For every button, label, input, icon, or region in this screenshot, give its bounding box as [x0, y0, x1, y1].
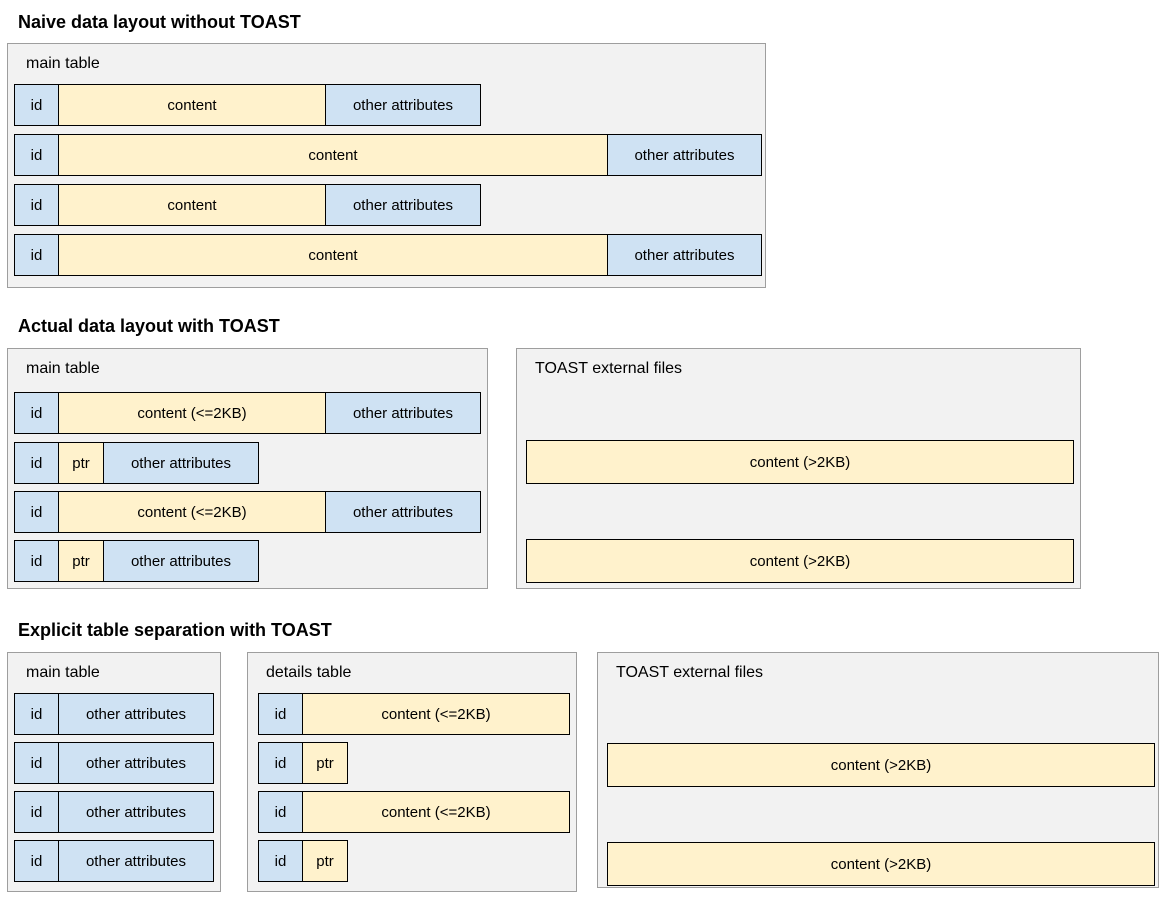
external-content-cell: content (>2KB)	[607, 842, 1155, 886]
table-row: id content (<=2KB) other attributes	[14, 392, 481, 434]
other-attributes-cell: other attributes	[607, 234, 762, 276]
box-label: TOAST external files	[535, 360, 683, 377]
table-row: id content (<=2KB)	[258, 791, 570, 833]
id-cell: id	[14, 791, 59, 833]
box-label: TOAST external files	[616, 664, 764, 681]
table-row: id other attributes	[14, 791, 214, 833]
ptr-cell: ptr	[58, 540, 104, 582]
table-row: id content other attributes	[14, 84, 481, 126]
id-cell: id	[14, 693, 59, 735]
id-cell: id	[14, 840, 59, 882]
ptr-cell: ptr	[302, 742, 348, 784]
section-title-explicit: Explicit table separation with TOAST	[18, 620, 332, 640]
table-row: id content other attributes	[14, 234, 762, 276]
id-cell: id	[14, 491, 59, 533]
id-cell: id	[14, 134, 59, 176]
table-row: id other attributes	[14, 693, 214, 735]
ptr-cell: ptr	[58, 442, 104, 484]
section-title-naive: Naive data layout without TOAST	[18, 12, 301, 32]
table-row: id other attributes	[14, 840, 214, 882]
external-content-cell: content (>2KB)	[526, 539, 1074, 583]
table-row: id ptr	[258, 840, 348, 882]
table-row: id content other attributes	[14, 184, 481, 226]
table-row: id other attributes	[14, 742, 214, 784]
box-label: main table	[26, 360, 100, 377]
separated-toast-external-files-box: TOAST external files content (>2KB) cont…	[597, 652, 1159, 888]
toast-main-table-box: main table id content (<=2KB) other attr…	[7, 348, 488, 589]
external-content-cell: content (>2KB)	[526, 440, 1074, 484]
content-cell: content	[58, 84, 326, 126]
table-row: content (>2KB)	[607, 842, 1155, 886]
table-row: id content (<=2KB)	[258, 693, 570, 735]
table-row: id content other attributes	[14, 134, 762, 176]
table-row: content (>2KB)	[526, 440, 1074, 484]
id-cell: id	[14, 442, 59, 484]
content-cell: content	[58, 184, 326, 226]
id-cell: id	[14, 742, 59, 784]
other-attributes-cell: other attributes	[607, 134, 762, 176]
other-attributes-cell: other attributes	[325, 84, 481, 126]
id-cell: id	[258, 742, 303, 784]
separated-main-table-box: main table id other attributes id other …	[7, 652, 221, 892]
other-attributes-cell: other attributes	[103, 442, 259, 484]
section-title-actual: Actual data layout with TOAST	[18, 316, 280, 336]
table-row: id ptr other attributes	[14, 540, 259, 582]
id-cell: id	[258, 840, 303, 882]
other-attributes-cell: other attributes	[325, 184, 481, 226]
other-attributes-cell: other attributes	[103, 540, 259, 582]
content-cell: content	[58, 234, 608, 276]
other-attributes-cell: other attributes	[58, 791, 214, 833]
table-row: id ptr other attributes	[14, 442, 259, 484]
id-cell: id	[14, 84, 59, 126]
table-row: content (>2KB)	[526, 539, 1074, 583]
id-cell: id	[14, 392, 59, 434]
toast-external-files-box: TOAST external files content (>2KB) cont…	[516, 348, 1081, 589]
id-cell: id	[258, 693, 303, 735]
ptr-cell: ptr	[302, 840, 348, 882]
content-cell: content (<=2KB)	[58, 392, 326, 434]
naive-main-table-box: main table id content other attributes i…	[7, 43, 766, 288]
other-attributes-cell: other attributes	[58, 693, 214, 735]
external-content-cell: content (>2KB)	[607, 743, 1155, 787]
content-cell: content (<=2KB)	[58, 491, 326, 533]
other-attributes-cell: other attributes	[325, 392, 481, 434]
other-attributes-cell: other attributes	[58, 742, 214, 784]
details-table-box: details table id content (<=2KB) id ptr …	[247, 652, 577, 892]
id-cell: id	[14, 234, 59, 276]
table-row: content (>2KB)	[607, 743, 1155, 787]
box-label: details table	[266, 664, 352, 681]
other-attributes-cell: other attributes	[58, 840, 214, 882]
box-label: main table	[26, 664, 100, 681]
id-cell: id	[14, 540, 59, 582]
table-row: id ptr	[258, 742, 348, 784]
box-label: main table	[26, 55, 100, 72]
content-cell: content (<=2KB)	[302, 791, 570, 833]
content-cell: content	[58, 134, 608, 176]
content-cell: content (<=2KB)	[302, 693, 570, 735]
other-attributes-cell: other attributes	[325, 491, 481, 533]
id-cell: id	[14, 184, 59, 226]
id-cell: id	[258, 791, 303, 833]
table-row: id content (<=2KB) other attributes	[14, 491, 481, 533]
